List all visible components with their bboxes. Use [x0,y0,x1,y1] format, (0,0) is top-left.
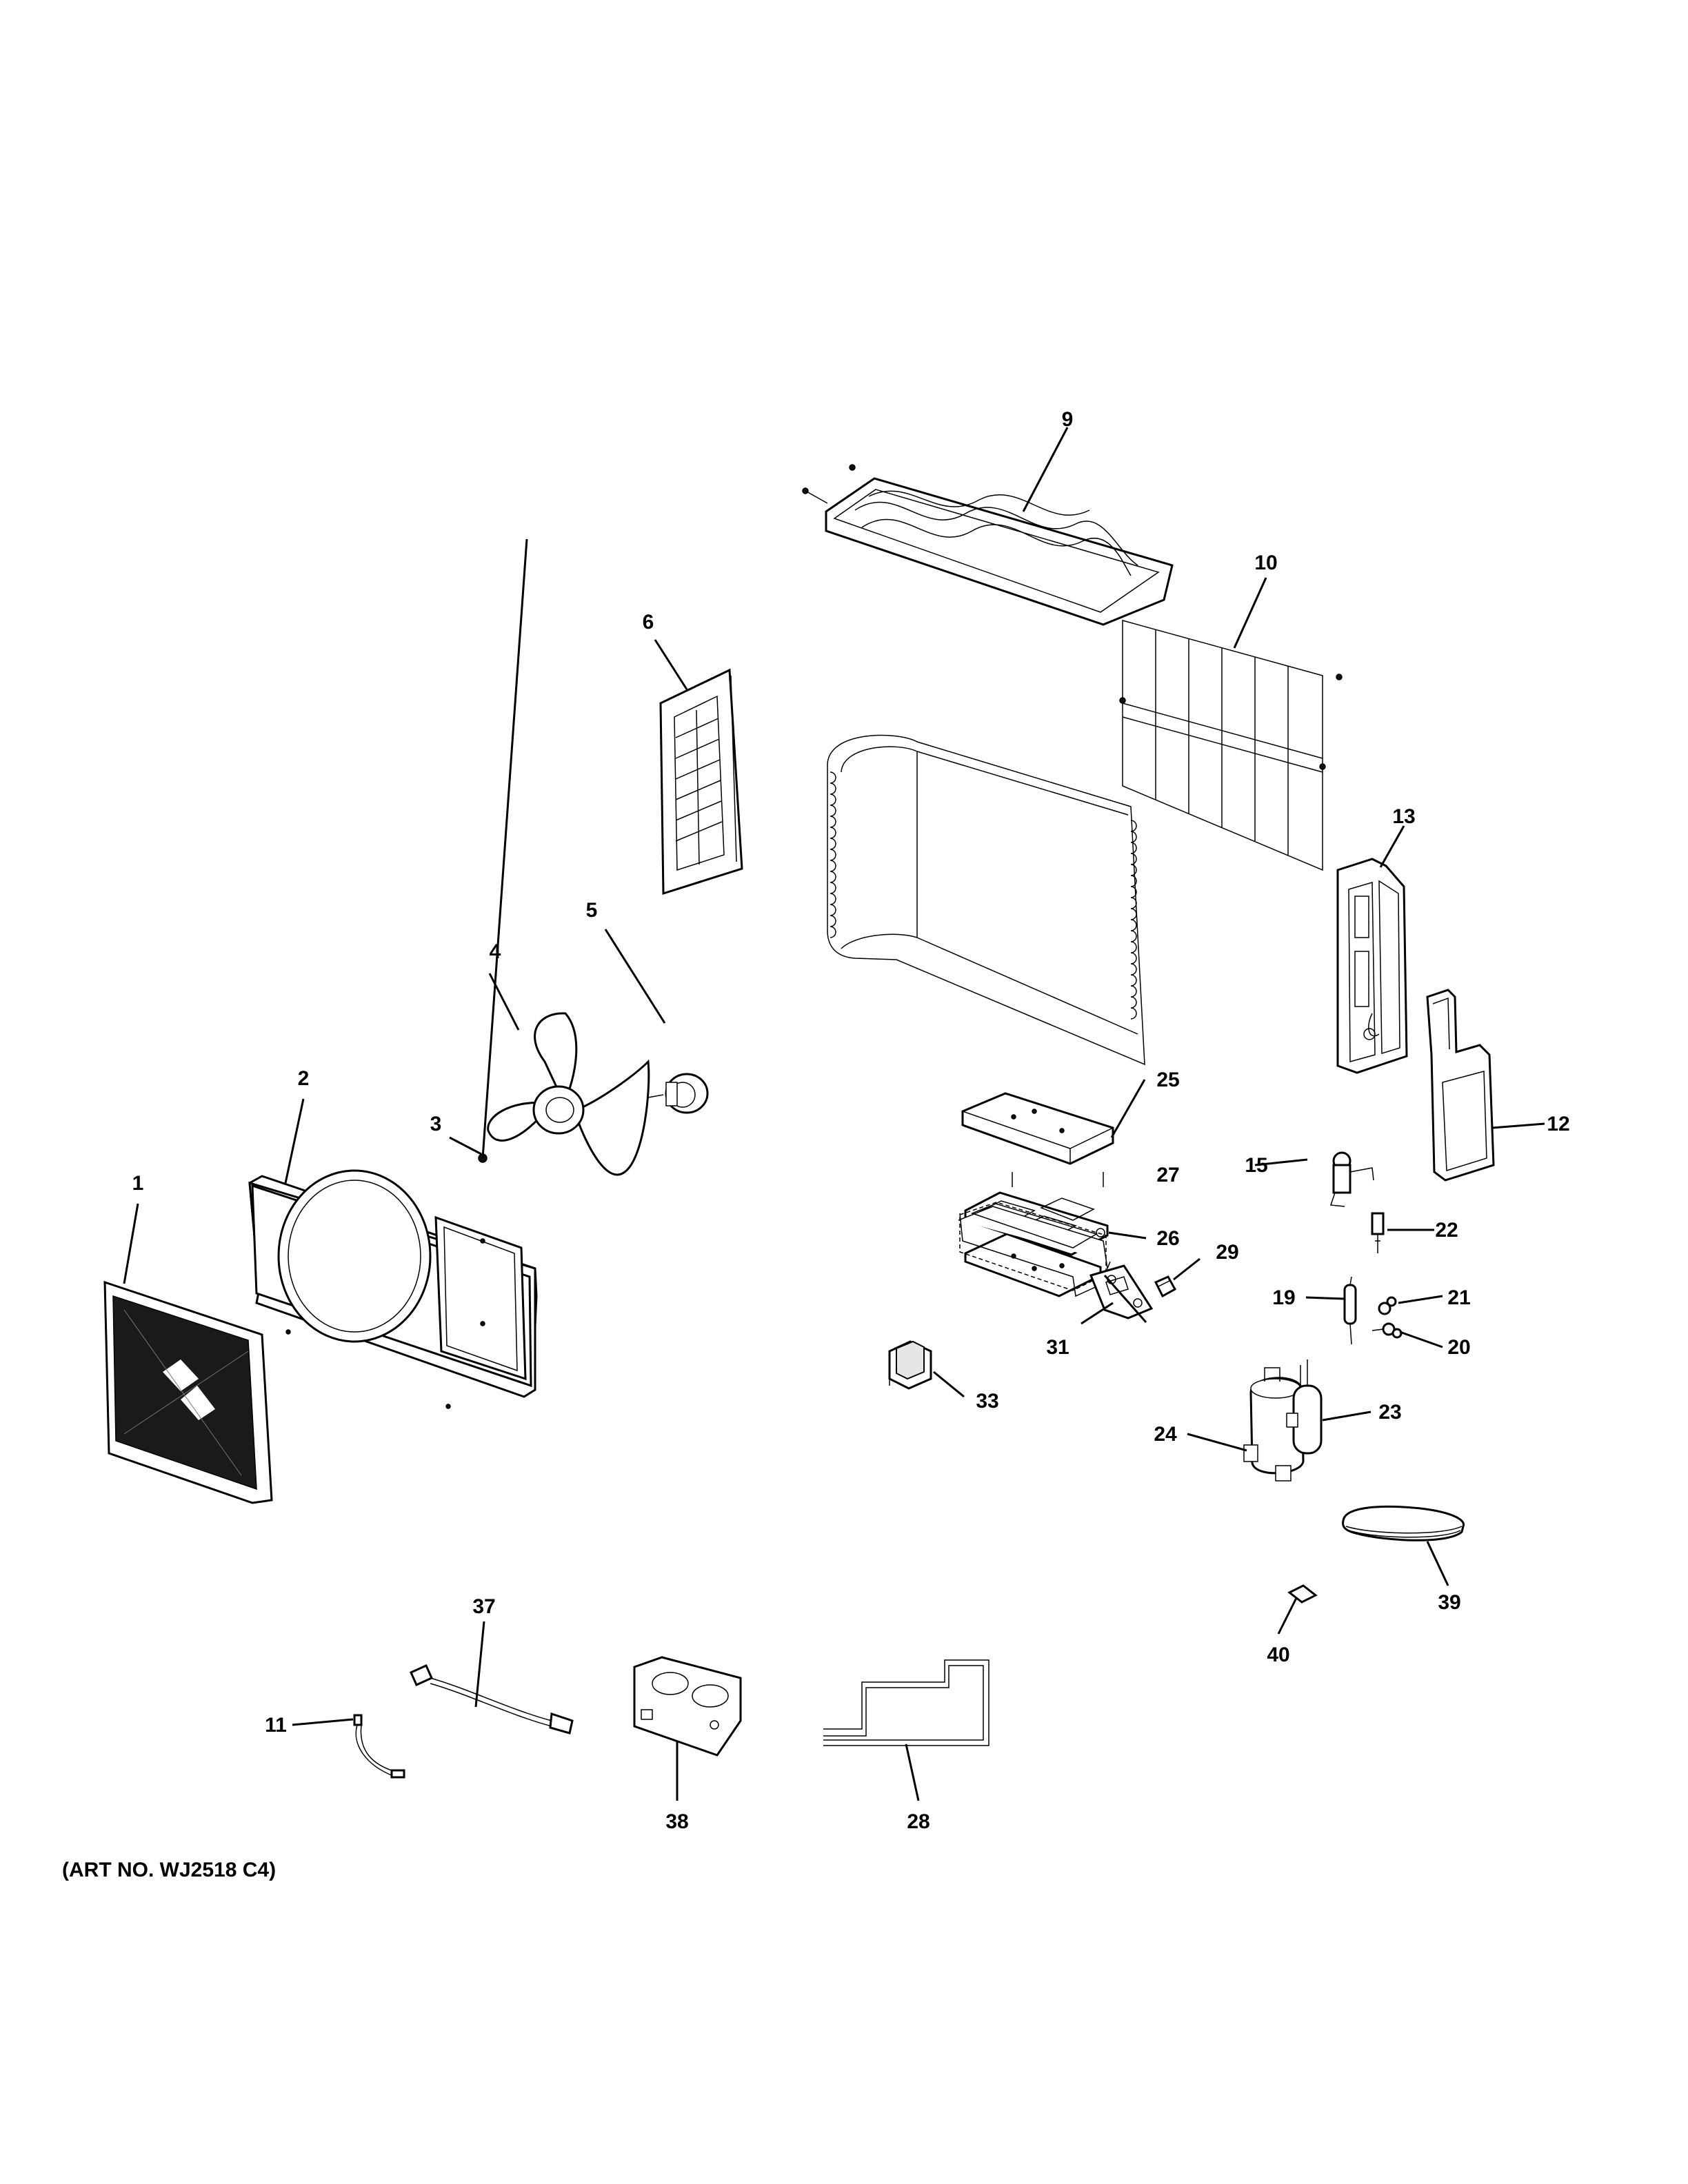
electrical-box-tub [958,1202,1111,1297]
callout-40: 40 [1267,1644,1289,1666]
callout-37: 37 [472,1595,495,1618]
part-11-sensor [353,1714,405,1779]
part-15-valve [1329,1151,1374,1207]
callout-22: 22 [1435,1219,1458,1242]
leader-lines [123,427,1545,1801]
callout-29: 29 [1216,1241,1238,1264]
callout-2: 2 [298,1067,310,1090]
callout-21: 21 [1447,1286,1470,1309]
callout-33: 33 [976,1390,998,1413]
callout-31: 31 [1046,1336,1069,1359]
callout-13: 13 [1392,805,1415,828]
callout-26: 26 [1156,1227,1179,1250]
part-37-wire-harness [410,1664,574,1735]
part-10-wire-guard [1119,620,1343,871]
part-23-accumulator [1286,1359,1323,1455]
part-29-relay [1154,1275,1177,1298]
callout-20: 20 [1447,1336,1470,1359]
callout-10: 10 [1254,552,1277,574]
callout-38: 38 [665,1810,688,1833]
part-39-insulation-blanket [1342,1505,1465,1541]
callout-28: 28 [907,1810,930,1833]
art-number: (ART NO. WJ2518 C4) [62,1859,276,1881]
part-2-front-panel [248,1169,538,1409]
callout-23: 23 [1378,1401,1401,1424]
part-22-service-valve [1371,1212,1385,1253]
part-5-fan-motor [647,1073,709,1114]
callout-4: 4 [490,940,501,963]
callout-labels: 1 2 3 4 5 6 9 10 11 12 13 15 19 20 21 22… [132,408,1570,1833]
callout-24: 24 [1154,1423,1177,1446]
part-25-ebox-cover [961,1092,1114,1165]
part-38-bracket-plate [633,1656,742,1757]
coil-hairpins-left [830,771,1137,1020]
part-20-fitting [1372,1322,1403,1339]
part-13-side-panel [1336,858,1408,1074]
callout-39: 39 [1438,1591,1460,1614]
part-28-pipe [823,1659,989,1746]
condenser-coil [827,734,1145,1066]
callout-12: 12 [1547,1113,1569,1135]
part-9-top-cover [802,464,1174,626]
part-12-valve-cover [1426,989,1495,1182]
part-1-front-grille [103,1280,273,1504]
callout-25: 25 [1156,1069,1179,1091]
callout-6: 6 [643,611,654,634]
part-31-terminal-bracket [1089,1264,1154,1320]
callout-1: 1 [132,1172,144,1195]
part-21-fitting [1378,1296,1397,1315]
part-4-fan-blade [487,1012,650,1176]
callout-27: 27 [1156,1164,1179,1186]
part-19-filter-drier [1343,1276,1357,1345]
callout-19: 19 [1272,1286,1295,1309]
callout-9: 9 [1062,408,1074,431]
part-33-reactor [888,1340,932,1390]
part-6-side-grille [659,668,743,896]
callout-11: 11 [265,1714,287,1737]
part-40-pad [1287,1584,1318,1604]
part-24-compressor [1243,1367,1305,1482]
callout-3: 3 [430,1113,442,1135]
callout-5: 5 [586,899,598,922]
callout-15: 15 [1245,1154,1267,1177]
